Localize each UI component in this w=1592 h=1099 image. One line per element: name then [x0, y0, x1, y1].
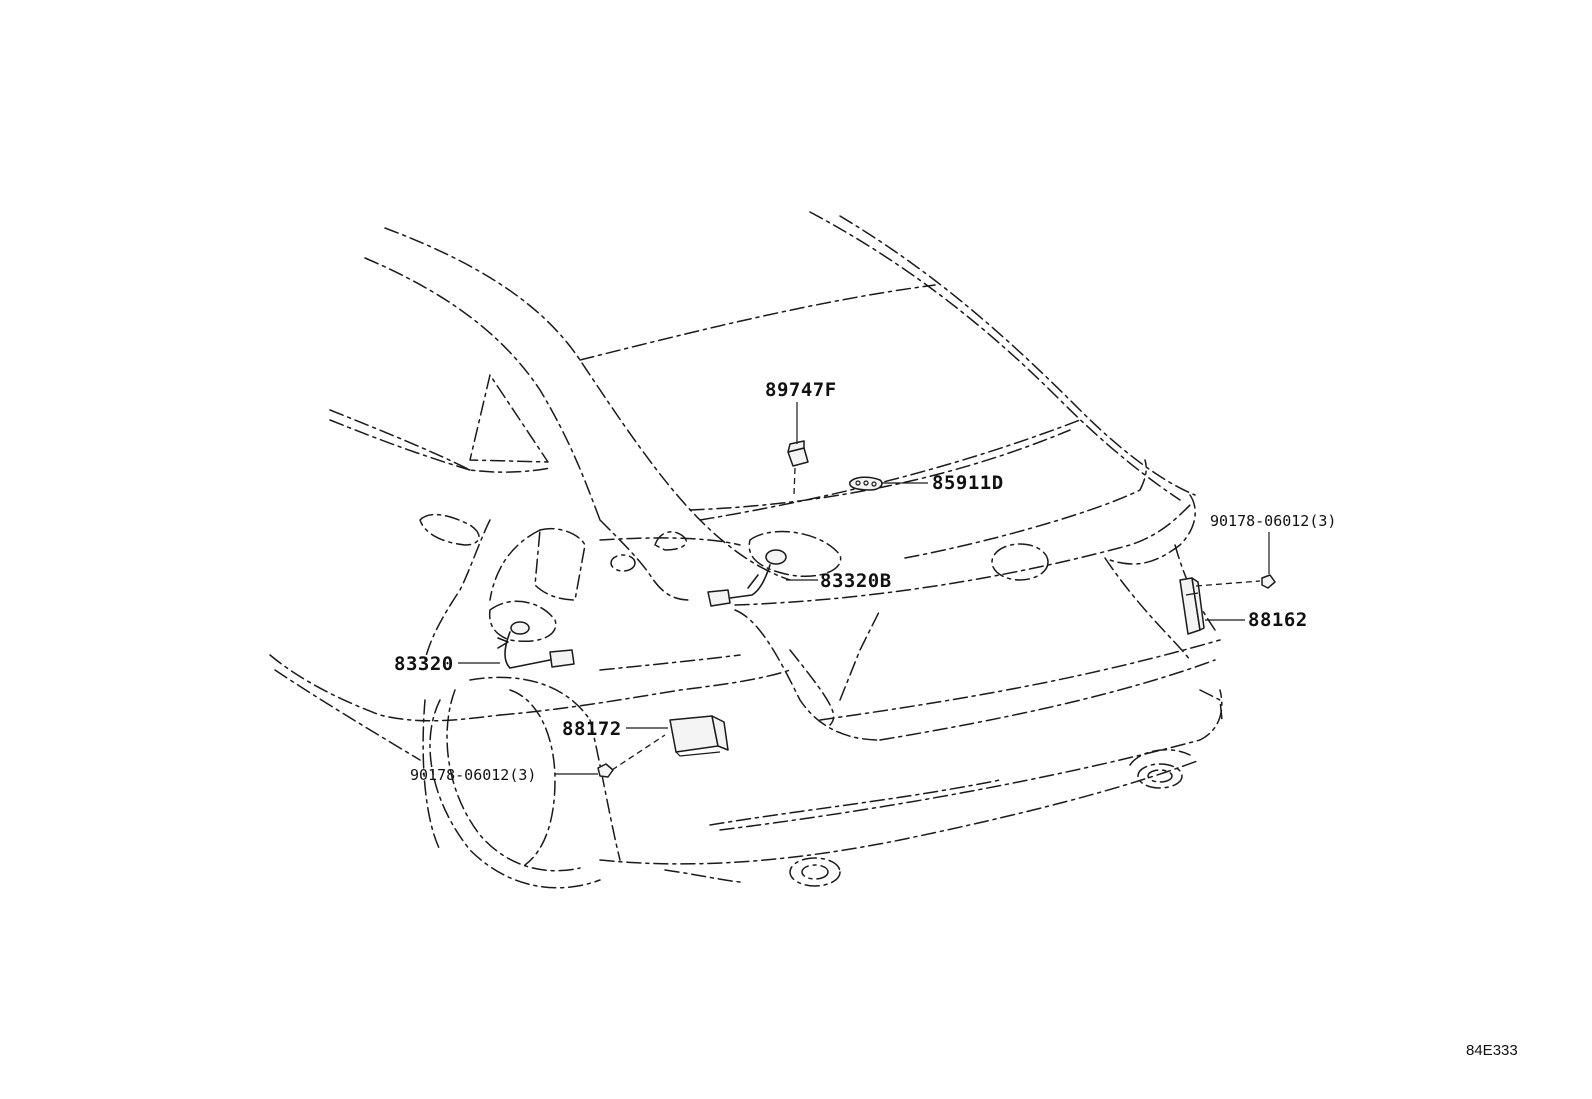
part-83320B-harness	[707, 549, 787, 607]
part-89747F-sensor	[787, 440, 809, 467]
diagram-code: 84E333	[1466, 1042, 1518, 1059]
part-88162-bracket	[1179, 577, 1205, 635]
part-90178-nut-left	[597, 763, 614, 778]
callout-83320B: 83320B	[820, 570, 892, 592]
leader-lines	[458, 402, 1270, 775]
callout-89747F: 89747F	[765, 379, 837, 401]
callout-85911D: 85911D	[932, 472, 1004, 494]
part-88172-module	[669, 715, 729, 757]
callout-88172: 88172	[562, 718, 622, 740]
callout-90178-right: 90178-06012(3)	[1210, 512, 1336, 530]
callout-90178-left: 90178-06012(3)	[410, 766, 536, 784]
part-83320-harness	[497, 621, 575, 669]
callout-83320: 83320	[394, 653, 454, 675]
car-body-outline	[269, 211, 1223, 889]
callout-88162: 88162	[1248, 609, 1308, 631]
part-85911D-connector	[849, 476, 883, 491]
part-90178-nut-right	[1261, 574, 1276, 589]
